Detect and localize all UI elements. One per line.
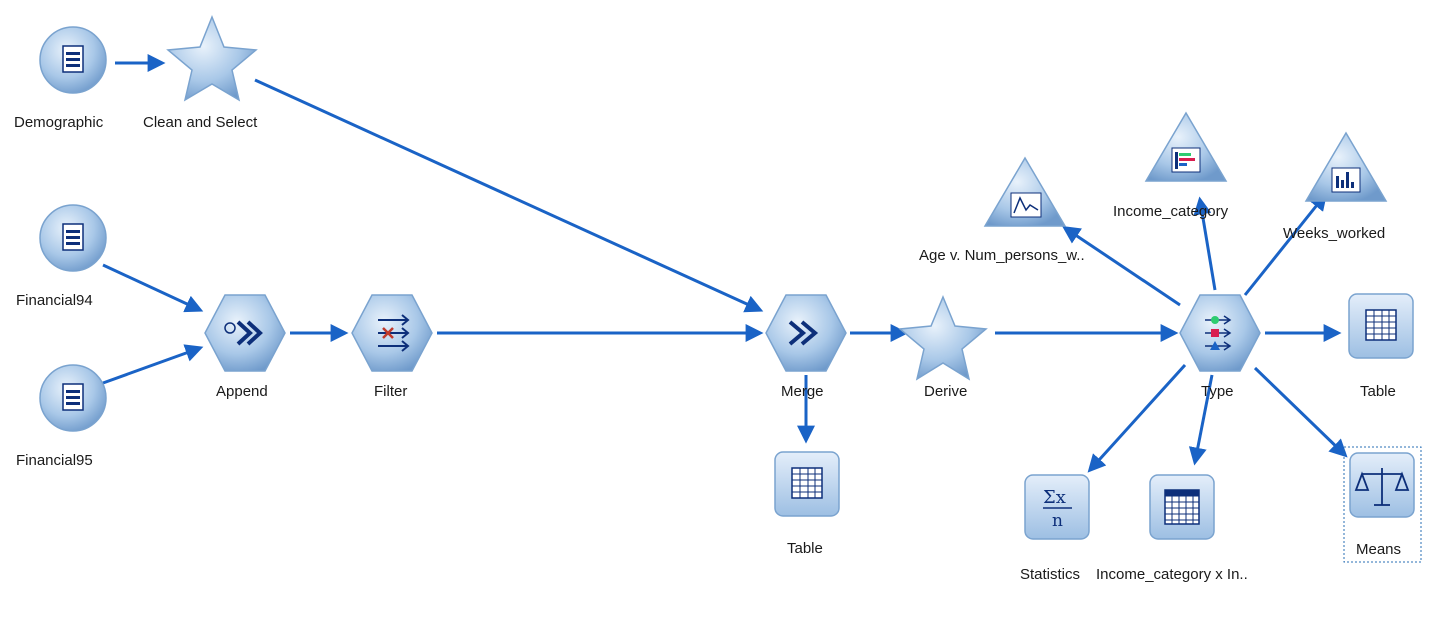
table-icon: [791, 467, 823, 499]
bar-chart-icon: [1171, 147, 1201, 173]
document-icon: [62, 45, 84, 73]
label-income-matrix: Income_category x In..: [1096, 566, 1248, 583]
star-icon: [166, 14, 258, 102]
link-clean-merge[interactable]: [254, 78, 764, 313]
svg-text:n: n: [1052, 511, 1063, 531]
table-icon: [1365, 309, 1397, 341]
label-merge: Merge: [781, 383, 824, 400]
merge-icon: [788, 320, 819, 346]
label-financial95: Financial95: [16, 452, 93, 469]
link-type-matrix[interactable]: [1188, 374, 1214, 466]
node-demographic[interactable]: [39, 26, 107, 94]
append-icon: [224, 320, 263, 346]
node-clean-and-select[interactable]: [166, 14, 258, 102]
label-table-merge: Table: [787, 540, 823, 557]
link-type-stats[interactable]: [1087, 363, 1187, 473]
document-icon: [62, 383, 84, 411]
node-type[interactable]: [1179, 294, 1261, 372]
node-table-merge[interactable]: [774, 451, 840, 517]
label-derive: Derive: [924, 383, 968, 400]
link-type-age[interactable]: [1062, 225, 1181, 307]
label-table-type: Table: [1360, 383, 1396, 400]
node-age-plot[interactable]: [983, 156, 1067, 227]
label-means: Means: [1356, 541, 1402, 558]
node-income-category[interactable]: [1144, 111, 1228, 182]
link-type-means[interactable]: [1253, 366, 1348, 458]
label-statistics: Statistics: [1020, 566, 1081, 583]
node-financial94[interactable]: [39, 204, 107, 272]
node-means[interactable]: [1343, 446, 1422, 563]
label-append: Append: [216, 383, 268, 400]
link-type-weeks[interactable]: [1243, 192, 1328, 296]
links: [102, 54, 1348, 473]
link-fin94-append[interactable]: [102, 263, 204, 313]
label-demographic: Demographic: [14, 114, 104, 131]
link-type-income[interactable]: [1193, 196, 1217, 291]
filter-icon: [378, 314, 410, 352]
link-fin95-append[interactable]: [102, 344, 204, 385]
label-clean-and-select: Clean and Select: [143, 114, 258, 131]
scales-icon: [1354, 468, 1410, 506]
node-weeks-worked[interactable]: [1304, 131, 1388, 202]
label-income-category: Income_category: [1113, 203, 1229, 220]
node-table-type[interactable]: [1348, 293, 1414, 359]
type-icon: [1205, 315, 1232, 351]
label-filter: Filter: [374, 383, 408, 400]
node-append[interactable]: [204, 294, 286, 372]
statistics-icon: Σx n: [1043, 487, 1072, 531]
svg-text:Σx: Σx: [1043, 487, 1066, 508]
node-statistics[interactable]: Σx n: [1024, 474, 1090, 540]
label-type: Type: [1201, 383, 1234, 400]
node-derive[interactable]: [898, 295, 988, 381]
label-weeks-worked: Weeks_worked: [1283, 225, 1386, 242]
node-merge[interactable]: [765, 294, 847, 372]
node-income-matrix[interactable]: [1149, 474, 1215, 540]
matrix-icon: [1164, 489, 1200, 525]
node-financial95[interactable]: [39, 364, 107, 432]
document-icon: [62, 223, 84, 251]
star-icon: [898, 295, 988, 381]
histogram-icon: [1331, 167, 1361, 193]
plot-icon: [1010, 192, 1042, 218]
label-financial94: Financial94: [16, 292, 93, 309]
node-filter[interactable]: [351, 294, 433, 372]
label-age-plot: Age v. Num_persons_w..: [919, 247, 1085, 264]
